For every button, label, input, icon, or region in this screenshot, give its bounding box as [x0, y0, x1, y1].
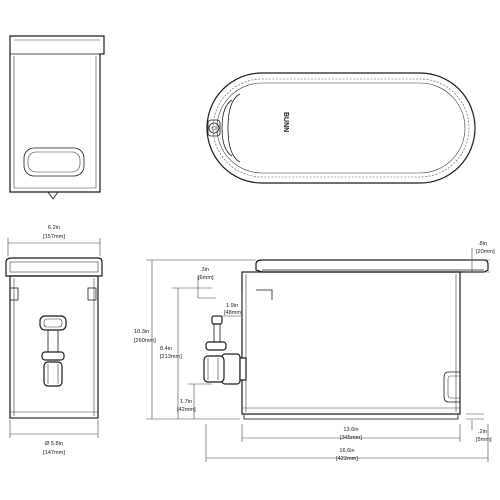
base-diameter-mm: [147mm] [43, 450, 65, 456]
faucet-height-in: 8.4in [160, 346, 172, 352]
faucet-clearance-in: 1.7in [180, 399, 192, 405]
overall-height-in: 10.3in [134, 329, 149, 335]
top-width-in: 6.2in [48, 225, 60, 231]
faucet-projection-in: 1.9in [226, 303, 238, 309]
lid-height-mm: [20mm] [476, 249, 495, 255]
body-length-in: 13.6in [343, 427, 358, 433]
overall-length-in: 16.6in [339, 448, 354, 454]
faucet-clearance-mm: [42mm] [177, 407, 196, 413]
brand-logo: BUNN [282, 112, 289, 132]
side-view [203, 259, 489, 420]
front-view [5, 257, 103, 419]
faucet-height-mm: [213mm] [160, 354, 182, 360]
side-dimensions: 10.3in [260mm] 8.4in [213mm] .3in [6mm] … [134, 241, 495, 462]
top-width-mm: [157mm] [43, 234, 65, 240]
foot-height-in: .2in [478, 429, 487, 435]
base-diameter-in: Ø 5.8in [45, 441, 63, 447]
top-view: BUNN [206, 72, 476, 184]
overall-height-mm: [260mm] [134, 338, 156, 344]
back-view [9, 35, 105, 200]
body-length-mm: [345mm] [340, 435, 362, 441]
foot-height-mm: [5mm] [476, 437, 492, 443]
overall-length-mm: [422mm] [336, 456, 358, 462]
lid-offset-mm: [6mm] [198, 275, 214, 281]
lid-height-in: .8in [478, 241, 487, 247]
lid-offset-in: .3in [200, 267, 209, 273]
front-dimensions: 6.2in [157mm] Ø 5.8in [147mm] [7, 225, 101, 456]
faucet-projection-mm: [48mm] [224, 310, 243, 316]
